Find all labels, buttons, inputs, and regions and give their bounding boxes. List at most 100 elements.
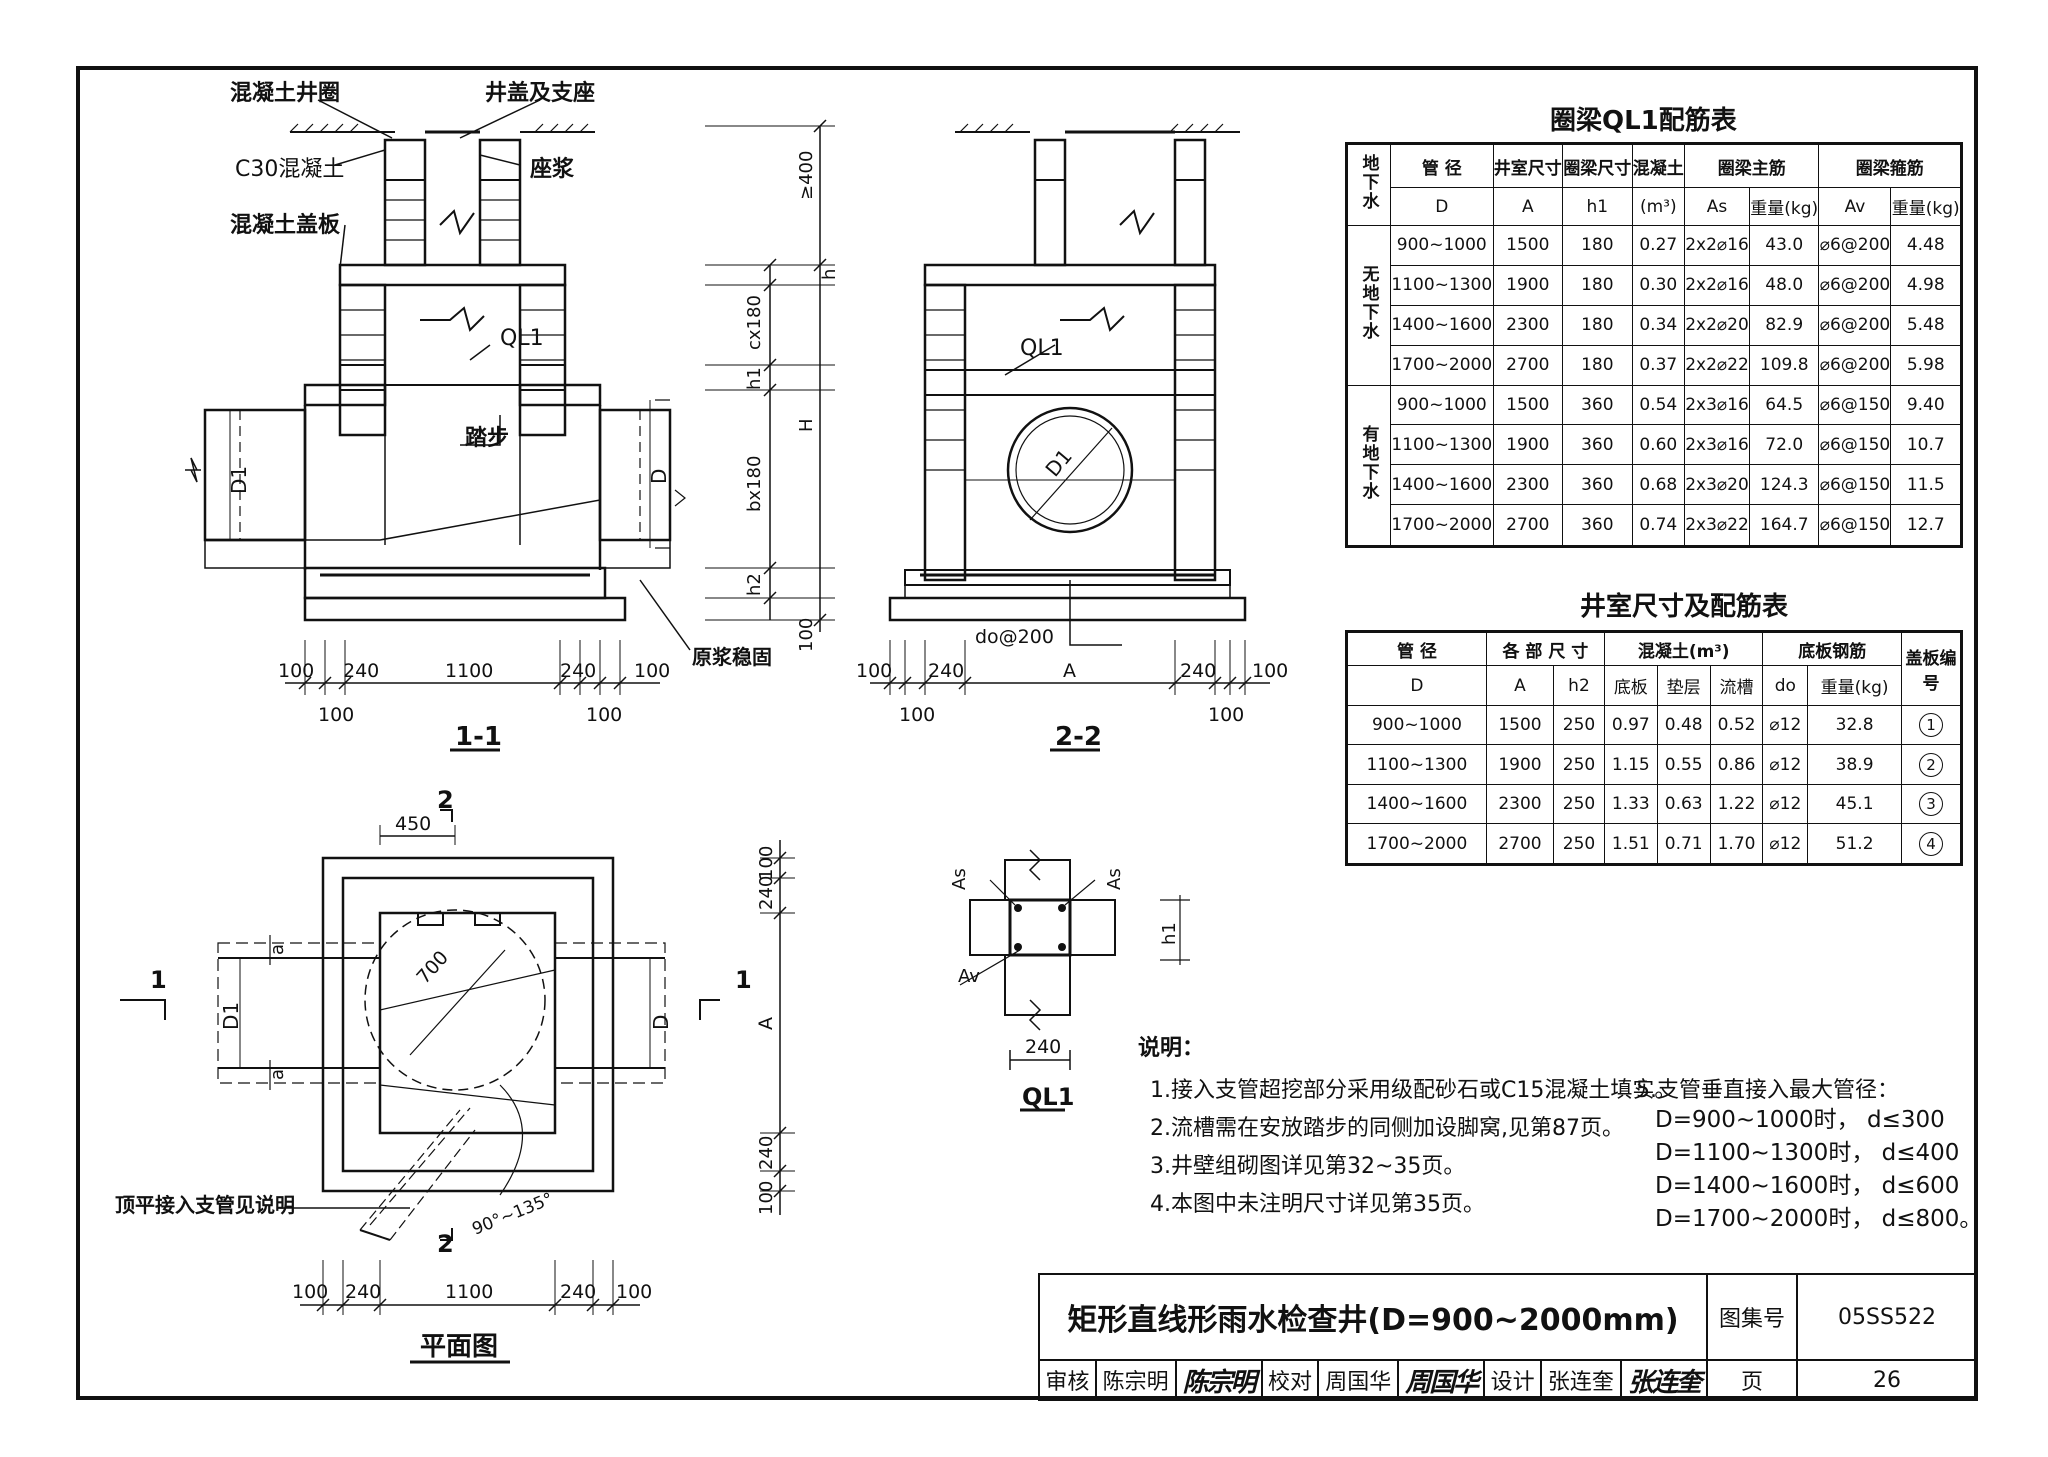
table-cell: 2300 bbox=[1492, 304, 1564, 346]
table-cell: 360 bbox=[1562, 424, 1633, 466]
plan-b100a: 100 bbox=[292, 1281, 328, 1303]
table-cell: 2x3⌀20 bbox=[1683, 464, 1751, 506]
dim-100-v: 100 bbox=[796, 618, 817, 652]
dim22-b100a: 100 bbox=[856, 660, 892, 682]
plan-side240b: 240 bbox=[756, 1136, 777, 1170]
table-cell: 164.7 bbox=[1749, 504, 1820, 547]
table-cell: 1700~2000 bbox=[1390, 344, 1494, 386]
table-cell: ⌀6@150 bbox=[1818, 384, 1892, 426]
table-cell: 5.98 bbox=[1890, 344, 1962, 386]
table-cell: 0.27 bbox=[1631, 225, 1685, 266]
t1-u-Av: Av bbox=[1818, 187, 1892, 226]
dim-D1-11: D1 bbox=[227, 466, 251, 494]
table-cell: 360 bbox=[1562, 384, 1633, 426]
table-cell: 2300 bbox=[1492, 464, 1564, 506]
table-cell: ⌀12 bbox=[1762, 704, 1809, 746]
dim-bx180: bx180 bbox=[744, 456, 765, 512]
t1-h-stirrup: 圈梁箍筋 bbox=[1818, 143, 1962, 188]
table-cell: 250 bbox=[1553, 783, 1605, 825]
ql1-av: Av bbox=[958, 966, 980, 987]
table-cell: 2x3⌀22 bbox=[1683, 504, 1751, 547]
table-cell: 0.34 bbox=[1631, 304, 1685, 346]
table-cell: 2700 bbox=[1492, 344, 1564, 386]
table-cell: 0.52 bbox=[1709, 704, 1764, 746]
plan-sec2-top: 2 bbox=[437, 786, 454, 814]
table-cell: 45.1 bbox=[1807, 783, 1902, 825]
table-cell: 64.5 bbox=[1749, 384, 1820, 426]
slab-number: 2 bbox=[1919, 752, 1943, 777]
table-cell: 0.37 bbox=[1631, 344, 1685, 386]
note-3: 3.井壁组砌图详见第32~35页。 bbox=[1150, 1154, 1466, 1179]
table-cell: 1400~1600 bbox=[1346, 783, 1487, 825]
table-cell: 82.9 bbox=[1749, 304, 1820, 346]
table1-title: 圈梁QL1配筋表 bbox=[1550, 106, 1737, 136]
table2-title: 井室尺寸及配筋表 bbox=[1580, 592, 1789, 622]
t2-u-pad: 垫层 bbox=[1656, 665, 1711, 706]
proof-label: 校对 bbox=[1260, 1359, 1320, 1401]
ql1-as-right: As bbox=[1104, 868, 1125, 890]
table-cell: 2x2⌀20 bbox=[1683, 304, 1751, 346]
table-cell: 1.33 bbox=[1603, 783, 1658, 825]
table-cell: 360 bbox=[1562, 504, 1633, 547]
plan-dim-D: D bbox=[649, 1015, 673, 1030]
designer-name: 张连奎 bbox=[1540, 1359, 1622, 1401]
t2-h-bar: 底板钢筋 bbox=[1762, 631, 1902, 666]
plan-view: 450 700 a a D1 D 1 1 2 2 90°~135° 100 24… bbox=[115, 786, 795, 1364]
note-5b: D=1100~1300时， d≤400 bbox=[1655, 1140, 1960, 1166]
t2-u-chan: 流槽 bbox=[1709, 665, 1764, 706]
plan-dim-D1: D1 bbox=[219, 1002, 243, 1030]
plan-b100b: 100 bbox=[616, 1281, 652, 1303]
notes-left: 1.接入支管超挖部分采用级配砂石或C15混凝土填实。 2.流槽需在安放踏步的同侧… bbox=[1150, 1072, 1676, 1224]
page-label: 页 bbox=[1706, 1359, 1798, 1401]
callout-mortar: 座浆 bbox=[530, 156, 575, 182]
table-cell: 0.60 bbox=[1631, 424, 1685, 466]
callout-c30: C30混凝土 bbox=[235, 157, 344, 182]
slab-number: 1 bbox=[1919, 713, 1943, 738]
t1-h-conc: 混凝土 bbox=[1631, 143, 1685, 188]
dim-h2: h2 bbox=[744, 573, 765, 596]
table-cell: 900~1000 bbox=[1390, 384, 1494, 426]
table-cell: 1100~1300 bbox=[1390, 264, 1494, 306]
table-cell: 1500 bbox=[1485, 704, 1555, 746]
table-cell: 5.48 bbox=[1890, 304, 1962, 346]
t2-u-do: do bbox=[1762, 665, 1809, 706]
table-cell: 2x2⌀22 bbox=[1683, 344, 1751, 386]
dim-h1: h1 bbox=[744, 367, 765, 390]
slab-number: 4 bbox=[1919, 831, 1943, 856]
table-cell: 900~1000 bbox=[1390, 225, 1494, 266]
proofer-signature: 周国华 bbox=[1397, 1359, 1486, 1401]
table-cell: ⌀12 bbox=[1762, 783, 1809, 825]
table-cell: 72.0 bbox=[1749, 424, 1820, 466]
t1-h-h1: 圈梁尺寸 bbox=[1562, 143, 1633, 188]
note-5: 5.支管垂直接入最大管径： bbox=[1636, 1078, 1899, 1103]
check-label: 审核 bbox=[1038, 1359, 1097, 1401]
t1-u-w2: 重量(kg) bbox=[1890, 187, 1962, 226]
table-cell: ⌀6@150 bbox=[1818, 464, 1892, 506]
checker-signature: 陈宗明 bbox=[1174, 1359, 1263, 1401]
ql1-detail: As As Av h1 240 QL1 bbox=[949, 849, 1190, 1112]
table-cell: 38.9 bbox=[1807, 744, 1902, 785]
table-cell: ⌀6@200 bbox=[1818, 225, 1892, 266]
note-5c: D=1400~1600时， d≤600 bbox=[1655, 1173, 1960, 1199]
dim22-b240b: 240 bbox=[1180, 660, 1216, 682]
dim22-s100a: 100 bbox=[899, 704, 935, 726]
note-1: 1.接入支管超挖部分采用级配砂石或C15混凝土填实。 bbox=[1150, 1078, 1677, 1103]
table-cell: 4.98 bbox=[1890, 264, 1962, 306]
ql1-h1: h1 bbox=[1159, 922, 1180, 945]
label-do200: do@200 bbox=[975, 626, 1054, 648]
t1-u-conc: (m³) bbox=[1631, 187, 1685, 226]
callout-cover: 井盖及支座 bbox=[485, 80, 595, 106]
t1-u-As: As bbox=[1683, 187, 1751, 226]
label-ql1-11: QL1 bbox=[500, 326, 544, 351]
design-label: 设计 bbox=[1483, 1359, 1542, 1401]
atlas-label: 图集号 bbox=[1706, 1273, 1798, 1361]
dim-b1100: 1100 bbox=[445, 660, 493, 682]
table-cell: 32.8 bbox=[1807, 704, 1902, 746]
table-cell: 1.51 bbox=[1603, 823, 1658, 865]
plan-angle: 90°~135° bbox=[469, 1189, 556, 1240]
table-cell: 1900 bbox=[1492, 264, 1564, 306]
table-cell: 12.7 bbox=[1890, 504, 1962, 547]
table-cell: 11.5 bbox=[1890, 464, 1962, 506]
dim22-b100b: 100 bbox=[1252, 660, 1288, 682]
table-cell: 1100~1300 bbox=[1346, 744, 1487, 785]
